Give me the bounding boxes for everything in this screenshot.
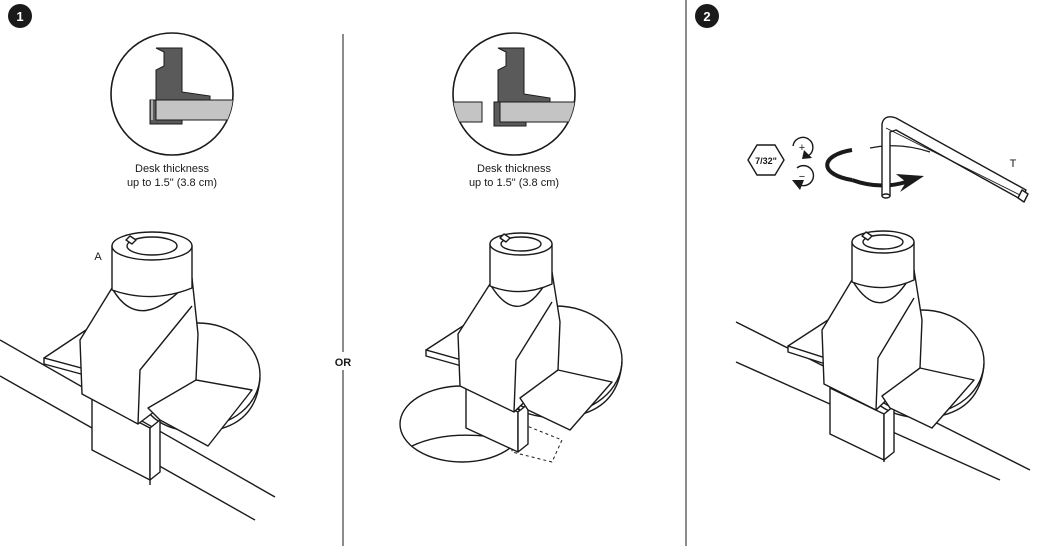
thickness-label-a-line2: up to 1.5" (3.8 cm) [127,177,217,189]
desk-clamp-mount-a [0,231,276,521]
clamp-body-a [155,47,211,101]
rotation-arrow [825,145,931,192]
post-2 [851,241,915,289]
thickness-label-a-line1: Desk thickness [135,163,209,175]
part-label-a: A [94,251,102,263]
desk-clamp-mount-step2 [735,230,1031,481]
thickness-label-b-line1: Desk thickness [477,163,551,175]
step-1-number: 1 [16,9,23,24]
tool-label-t: T [1010,158,1017,170]
step-2-number: 2 [703,9,710,24]
hex-key-size-badge: 7/32" [747,144,785,176]
clamp-fin-b [519,369,613,431]
clamp-fin-2 [881,367,975,429]
desk-thickness-detail-b [452,32,576,156]
hidden-clamp-b [511,419,563,463]
clamp-body-b [497,47,551,103]
hex-key-tool [881,116,1029,203]
thickness-label-b-line2: up to 1.5" (3.8 cm) [469,177,559,189]
or-separator: OR [335,357,352,369]
clamp-fin-a [147,379,253,447]
tighten-symbol: + [799,142,805,154]
desk-slab-b-left [453,101,483,123]
step-1-badge: 1 [8,4,32,28]
post-b [489,243,553,293]
desk-thickness-detail-a [110,32,234,156]
desk-slab-b-right [499,101,575,123]
loosen-symbol: − [799,171,805,183]
hex-key-size-label: 7/32" [755,156,777,166]
step-2-badge: 2 [695,4,719,28]
loosen-icon: − [792,164,815,190]
tighten-icon: + [792,136,814,159]
grommet-mount-b [399,232,623,463]
